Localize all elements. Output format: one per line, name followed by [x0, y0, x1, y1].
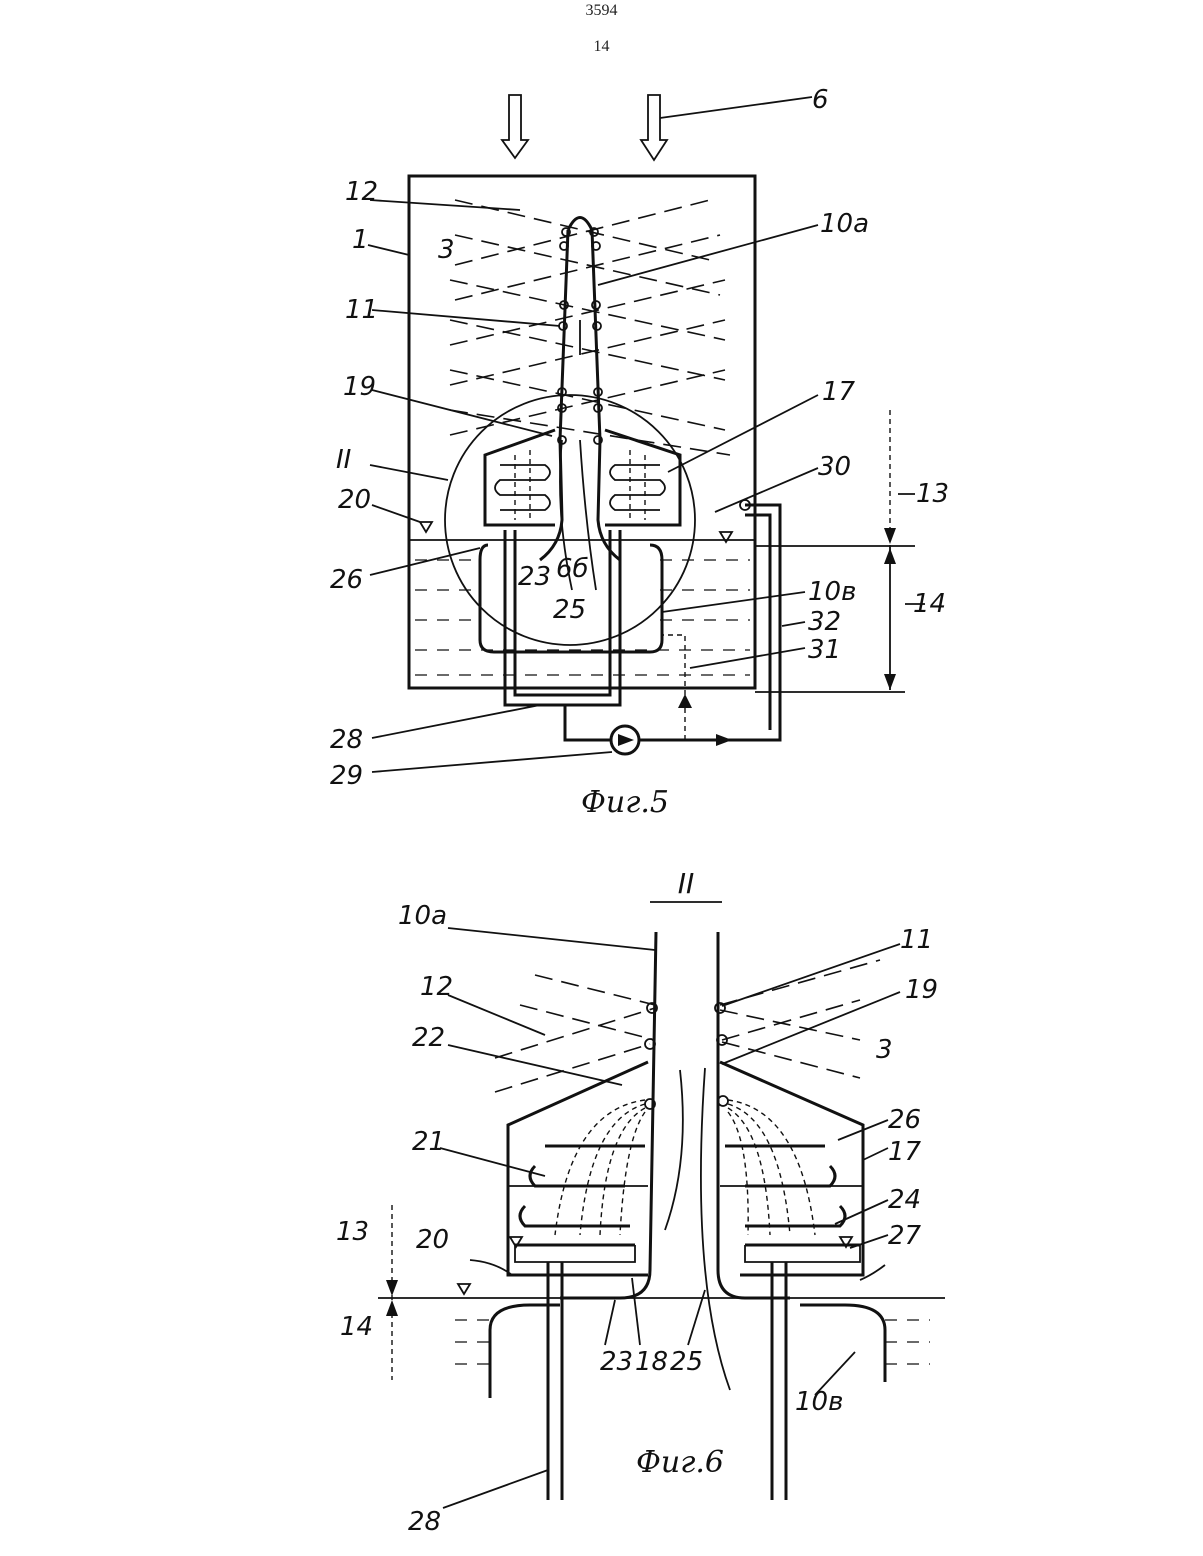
fig6-label-3: 19 — [905, 975, 938, 1005]
fig5-label-7: 17 — [822, 377, 856, 407]
fig5-label-19: 31 — [808, 635, 841, 665]
fig6-label-4: 22 — [412, 1023, 445, 1053]
fig5-labels: 61210а13111917II30132026236б10в142532312… — [330, 85, 949, 791]
fig6-label-18: 28 — [408, 1507, 441, 1537]
fig6-label-2: 12 — [420, 972, 453, 1002]
fig6-label-6: 26 — [888, 1105, 921, 1135]
fig6-label-16: 25 — [670, 1347, 703, 1377]
fig6-detail-mark: II — [678, 867, 695, 900]
fig5-label-12: 26 — [330, 565, 363, 595]
fig6-label-10: 13 — [336, 1217, 369, 1247]
fig6-caption: Фиг.6 — [636, 1445, 724, 1480]
spray-pattern — [450, 200, 730, 455]
fig5-label-6: 19 — [343, 372, 376, 402]
heat-exchanger-housings-detail — [508, 1062, 863, 1275]
fig5-label-18: 32 — [808, 607, 841, 637]
fig6-label-1: 11 — [900, 925, 933, 955]
fig5-caption: Фиг.5 — [581, 785, 669, 820]
fig5-label-1: 12 — [345, 177, 378, 207]
spray-pattern-detail — [495, 960, 880, 1092]
fig5-label-13: 23 — [518, 562, 551, 592]
fig5-label-9: 30 — [818, 452, 851, 482]
fig5-label-2: 10а — [820, 209, 869, 239]
fig6-drawing — [378, 902, 945, 1508]
fig5-label-16: 14 — [913, 589, 946, 619]
fig6-label-15: 18 — [635, 1347, 668, 1377]
fig6-label-5: 3 — [876, 1035, 893, 1065]
nozzles-detail — [645, 1003, 728, 1109]
fig6-label-12: 27 — [888, 1221, 922, 1251]
fig6-label-0: 10а — [398, 901, 447, 931]
fig5-label-11: 20 — [338, 485, 371, 515]
fig5-label-4: 3 — [438, 235, 455, 265]
fig5-label-3: 1 — [352, 225, 369, 255]
fig5-label-10: 13 — [916, 479, 949, 509]
fig5-label-5: 11 — [345, 295, 378, 325]
fig5-label-17: 25 — [553, 595, 586, 625]
fig5-label-8: II — [336, 445, 351, 475]
fig5-label-14: 6б — [556, 554, 589, 584]
fig5-label-21: 29 — [330, 761, 363, 791]
central-pipe-detail — [560, 932, 790, 1298]
fig6-label-11: 20 — [416, 1225, 449, 1255]
fig6-label-8: 17 — [888, 1137, 922, 1167]
fig5-label-0: 6 — [812, 85, 829, 115]
fig5-label-15: 10в — [808, 577, 856, 607]
fig6-label-9: 24 — [888, 1185, 921, 1215]
fig6-label-7: 21 — [412, 1127, 445, 1157]
fig6-label-14: 23 — [600, 1347, 633, 1377]
fig6-label-13: 14 — [340, 1312, 373, 1342]
fig5-drawing — [368, 95, 925, 772]
central-pipe — [540, 218, 620, 561]
fig6-label-17: 10в — [795, 1387, 843, 1417]
air-inflow-arrows — [502, 95, 667, 160]
spray-streaks — [555, 1100, 815, 1235]
fig5-label-20: 28 — [330, 725, 363, 755]
